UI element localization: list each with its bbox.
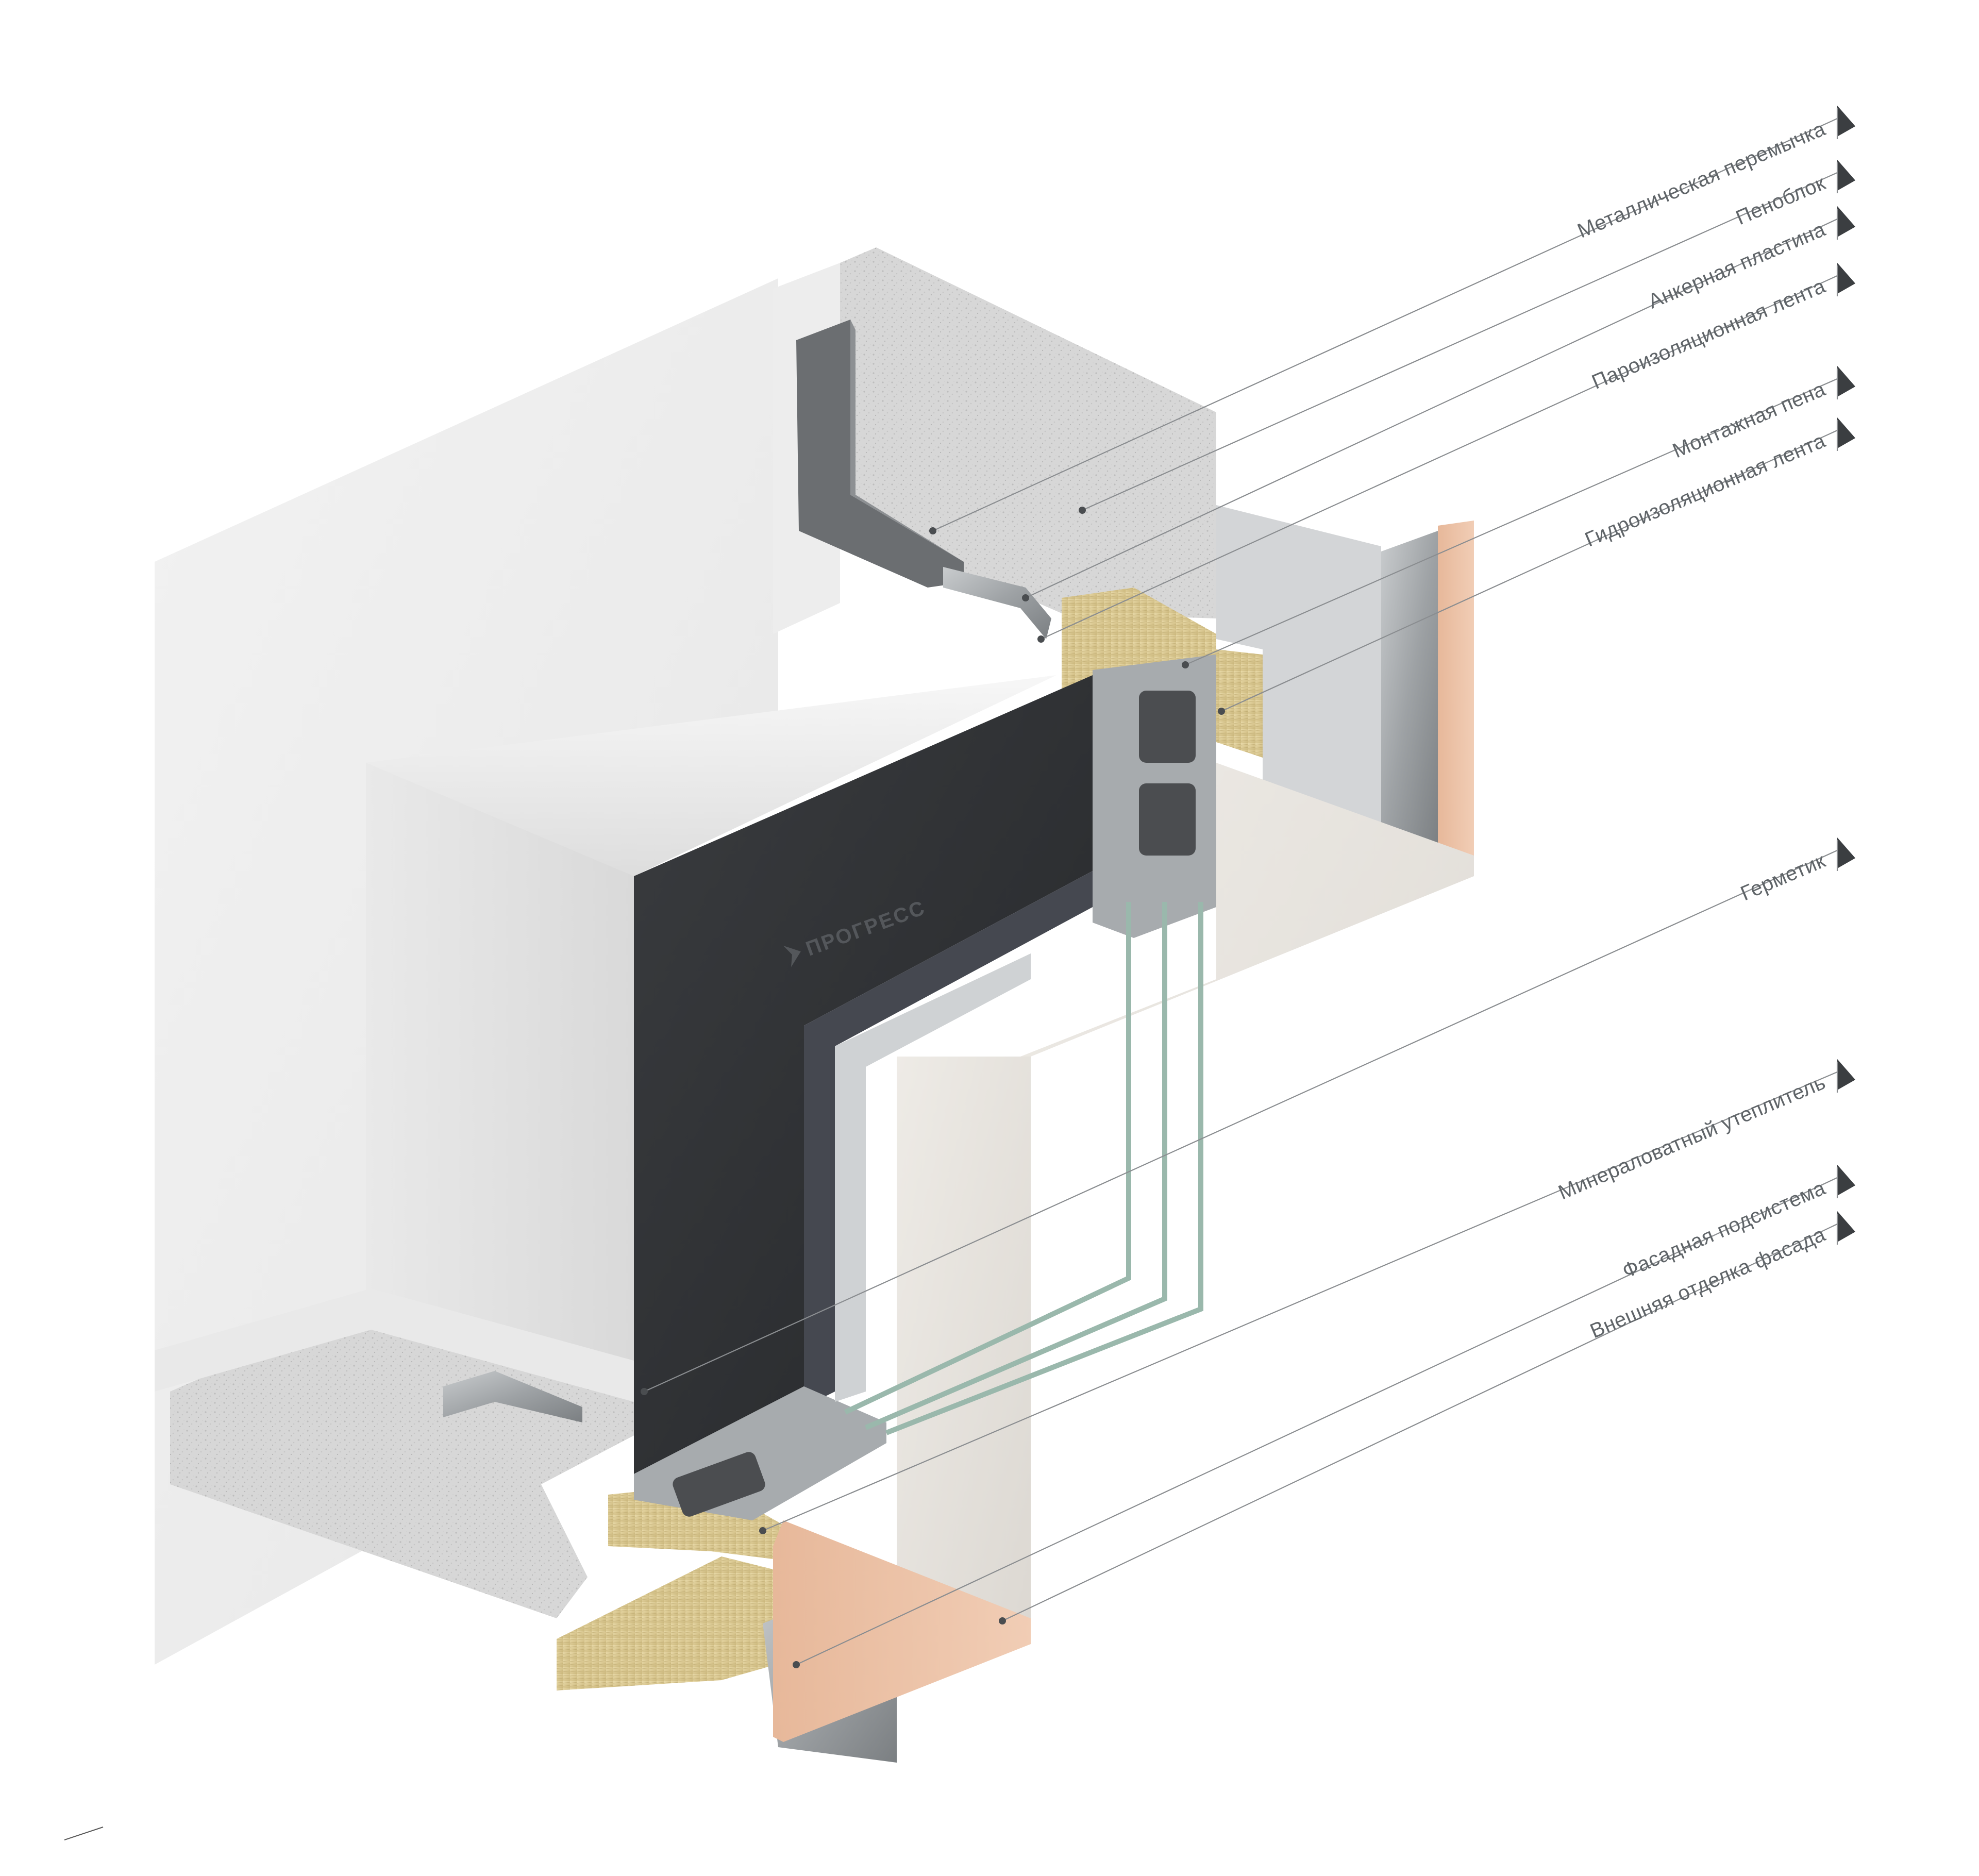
anchor-plate [443,1371,582,1422]
leader-line [1041,275,1838,640]
thermal-insert-bottom [673,1452,765,1517]
flag-icon [1837,1211,1855,1242]
corner-mark [64,1827,104,1840]
wall-structure [155,247,1216,1665]
logo-chevron-icon [783,946,801,967]
flag-icon [1837,366,1855,397]
window-reveal-top [366,675,1056,886]
flag-icon [1837,206,1855,237]
leader-line [1082,172,1838,511]
leader-dot [1079,507,1086,514]
callout-label: Минераловатный утеплитель [1555,1071,1829,1204]
facade-finish-panel [1438,521,1474,856]
leader-dot [641,1388,648,1395]
flag-icon [1837,106,1855,137]
callout-label: Пароизоляционная лента [1588,275,1829,394]
leader-line [1221,429,1838,712]
anchor-plate-top [943,567,1051,639]
glass-pane-3 [885,902,1203,1435]
leader-dot [1037,635,1045,643]
thermal-insert-top-1 [1139,691,1196,763]
leader-dot [999,1617,1006,1624]
leader-dot [1022,594,1029,601]
thermal-insert-top-2 [1139,783,1196,856]
window-frame: ПРОГРЕСС [634,655,1216,1520]
flag-icon [1837,417,1855,448]
glazing-bead [804,871,1093,1407]
facade-finish-bottom [773,1520,1031,1742]
window-frame-profile [634,675,1093,1474]
leader-line [1185,378,1838,666]
leader-line [1002,1224,1838,1621]
flag-icon [1837,263,1855,294]
leader-dot [793,1661,800,1668]
concrete-pillar [897,1057,1031,1634]
glass-pane-2 [865,902,1167,1430]
leader-line [644,849,1838,1393]
leader-dot [759,1527,766,1534]
leader-dot [1218,708,1225,715]
glass-pane-1 [844,902,1131,1415]
glass-unit [844,902,1203,1435]
glazing-spacer [835,953,1031,1402]
facade-subsystem [1216,505,1381,845]
leader-dot [929,527,936,534]
mineral-wool-bottom-2 [608,1484,794,1562]
flag-icon [1837,160,1855,191]
plaster-sill [155,1288,634,1402]
leader-line [762,1071,1838,1532]
metal-lintel [796,320,964,588]
leader-line [932,118,1838,532]
concrete-reveal-right [1020,763,1474,1639]
flag-icon [1837,837,1855,868]
leader-line [796,1177,1838,1665]
flag-icon [1837,1059,1855,1090]
facade-subsystem-rail [1381,531,1438,856]
callout-label: Герметик [1737,849,1829,906]
leader-line [1025,219,1838,598]
flag-icon [1837,1165,1855,1196]
window-reveal-side [366,763,634,1484]
callout-label: Металлическая перемычка [1574,118,1829,243]
foam-block [840,247,1216,618]
leader-dot [1182,661,1189,668]
